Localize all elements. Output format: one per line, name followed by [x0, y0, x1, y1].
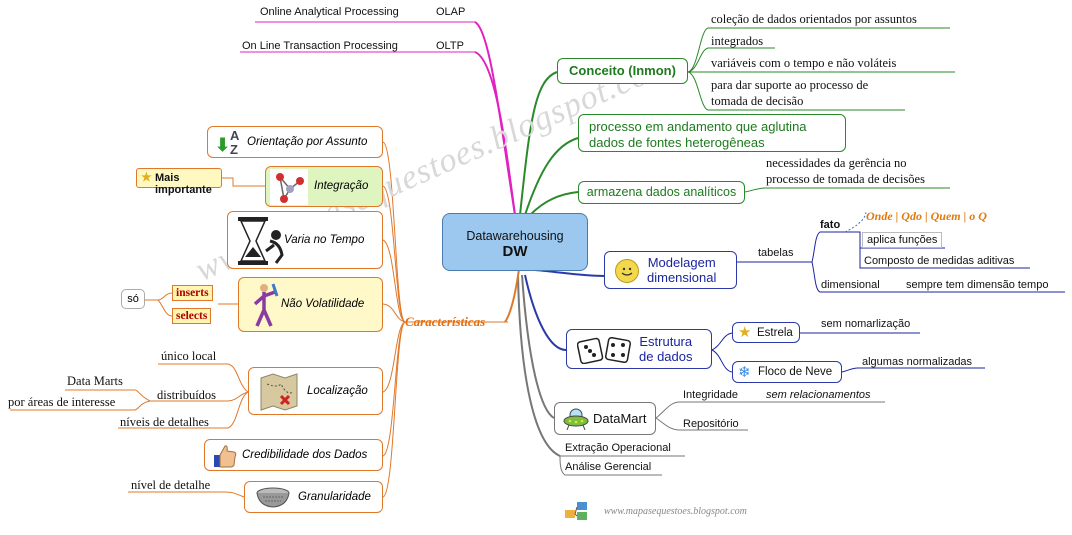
processo-node[interactable]: processo em andamento que aglutina dados… [578, 114, 846, 152]
map-icon [257, 372, 301, 415]
processo-line-2: dados de fontes heterogêneas [589, 135, 765, 150]
selects-tag[interactable]: selects [172, 308, 212, 324]
importante-tag[interactable]: ★ Mais importante [136, 168, 222, 196]
estrela-note: sem nomarlização [821, 318, 911, 330]
importante-label: Mais importante [155, 172, 212, 196]
fato-label: fato [820, 219, 841, 231]
conceito-item-3: variáveis com o tempo e não voláteis [711, 56, 897, 70]
olap-label: OLAP [436, 6, 466, 18]
credibilidade-label: Credibilidade dos Dados [242, 449, 368, 461]
note-star-icon: ★ [141, 170, 152, 184]
hourglass-icon [236, 215, 286, 270]
conceito-item-1: coleção de dados orientados por assuntos [711, 12, 917, 26]
oltp-label: OLTP [436, 40, 464, 52]
conceito-item-5: tomada de decisão [711, 94, 804, 108]
localizacao-label: Localização [307, 385, 368, 397]
tempo-label: Varia no Tempo [284, 234, 365, 246]
analise-label: Análise Gerencial [565, 461, 652, 473]
so-node[interactable]: só [121, 289, 145, 309]
processo-line-1: processo em andamento que aglutina [589, 119, 807, 134]
center-node[interactable]: Datawarehousing DW [442, 213, 588, 271]
so-label: só [127, 293, 139, 305]
inserts-tag[interactable]: inserts [172, 285, 213, 301]
modelagem-line-2: dimensional [647, 270, 717, 285]
repositorio-label: Repositório [683, 418, 739, 430]
fato-note: Onde | Qdo | Quem | o Q [866, 209, 987, 223]
estrela-label: Estrela [757, 327, 793, 339]
localizacao-node[interactable]: Localização [248, 367, 383, 415]
aplica-funcoes: aplica funções [862, 232, 943, 248]
estrutura-line-1: Estrutura [639, 334, 693, 349]
conceito-item-2: integrados [711, 34, 764, 48]
tempo-node[interactable]: Varia no Tempo [227, 211, 383, 269]
nivel-detalhe: nível de detalhe [131, 478, 211, 492]
modelagem-node[interactable]: Modelagem dimensional [604, 251, 737, 289]
sieve-icon [253, 486, 293, 513]
datamart-label: DataMart [593, 411, 647, 426]
star-icon: ★ [738, 324, 752, 341]
armazena-label: armazena dados analíticos [586, 185, 737, 199]
caracteristicas-label[interactable]: Características [405, 314, 486, 329]
ufo-icon [563, 407, 589, 434]
oltp-full-label: On Line Transaction Processing [242, 40, 398, 52]
niveis-detalhes: níveis de detalhes [120, 415, 209, 429]
floco-label: Floco de Neve [758, 366, 833, 378]
distribuidos-label: distribuídos [157, 388, 217, 402]
snowflake-icon: ❄ [738, 364, 751, 381]
estrutura-node[interactable]: Estrutura de dados [566, 329, 712, 369]
molecule-icon [270, 169, 308, 205]
dimensional-label: dimensional [821, 279, 880, 291]
datamart-node[interactable]: DataMart [554, 402, 656, 435]
conceito-item-4: para dar suporte ao processo de [711, 78, 869, 92]
granularidade-node[interactable]: Granularidade [244, 481, 383, 513]
integracao-label: Integração [314, 180, 369, 192]
areas-interesse-label: por áreas de interesse [8, 395, 116, 409]
data-marts-label: Data Marts [67, 374, 123, 388]
orientacao-label: Orientação por Assunto [247, 136, 368, 148]
modelagem-line-1: Modelagem [647, 255, 716, 270]
center-subtitle: DW [502, 243, 528, 260]
integracao-node[interactable]: Integração [265, 166, 383, 207]
floco-note: algumas normalizadas [862, 356, 973, 368]
dice-icon [576, 336, 633, 367]
footer-url[interactable]: www.mapasequestoes.blogspot.com [604, 506, 747, 517]
person-tools-icon [249, 282, 281, 333]
credibilidade-node[interactable]: Credibilidade dos Dados [204, 439, 383, 471]
armazena-note-2: processo de tomada de decisões [766, 172, 925, 186]
estrutura-line-2: de dados [639, 349, 693, 364]
integridade-label: Integridade [683, 389, 739, 401]
orientacao-node[interactable]: ⬇ A Z Orientação por Assunto [207, 126, 383, 158]
integridade-note: sem relacionamentos [766, 389, 871, 401]
unico-local: único local [161, 349, 217, 363]
granularidade-label: Granularidade [298, 491, 371, 503]
smiley-icon [615, 259, 639, 283]
volatilidade-node[interactable]: Não Volatilidade [238, 277, 383, 332]
tabelas-label: tabelas [758, 247, 794, 259]
composto-medidas: Composto de medidas aditivas [864, 255, 1015, 267]
conceito-label: Conceito (Inmon) [569, 63, 676, 78]
volatilidade-label: Não Volatilidade [281, 298, 365, 310]
estrela-node[interactable]: ★ Estrela [732, 322, 800, 343]
armazena-note-1: necessidades da gerência no [766, 156, 907, 170]
olap-full-label: Online Analytical Processing [260, 6, 399, 18]
armazena-node[interactable]: armazena dados analíticos [578, 181, 745, 204]
floco-node[interactable]: ❄ Floco de Neve [732, 361, 842, 383]
sempre-dimensao-tempo: sempre tem dimensão tempo [906, 279, 1049, 291]
conceito-node[interactable]: Conceito (Inmon) [557, 58, 688, 84]
extracao-label: Extração Operacional [565, 442, 671, 454]
center-title: Datawarehousing [466, 229, 564, 243]
sort-az-icon: ⬇ A Z [215, 128, 240, 157]
blog-logo-icon [563, 500, 599, 529]
thumbs-up-icon [212, 443, 238, 472]
